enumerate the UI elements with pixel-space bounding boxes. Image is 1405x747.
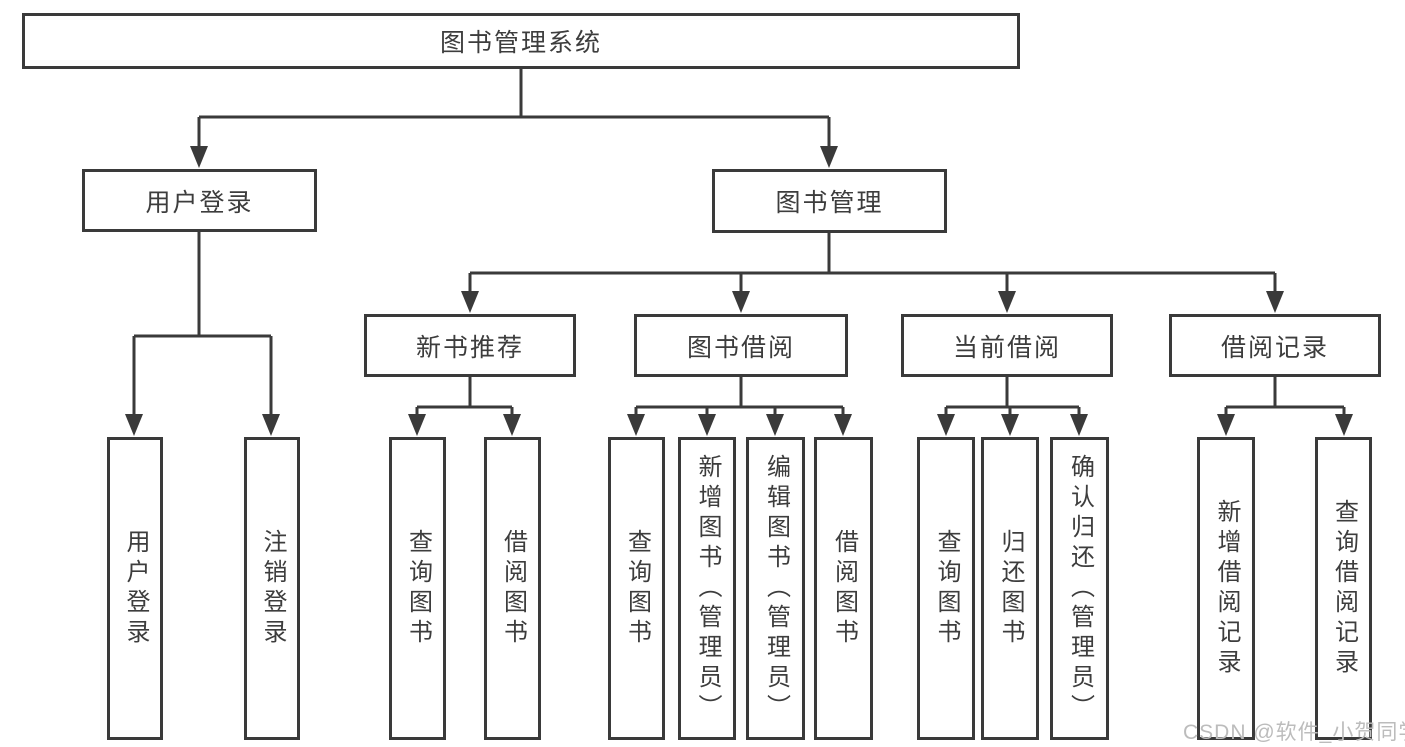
connector-book-mgmt-children [461, 233, 1284, 313]
connector-root-to-level2 [190, 69, 838, 168]
leaf-query-books-current: 查询图书 [917, 437, 975, 740]
leaf-query-books-rec-label: 查询图书 [404, 528, 432, 649]
leaf-query-borrow-record-label: 查询借阅记录 [1330, 498, 1358, 679]
connector-new-book-children [408, 377, 521, 436]
connector-current-borrow-children [937, 377, 1088, 436]
leaf-query-books-current-label: 查询图书 [933, 528, 960, 649]
leaf-confirm-return-admin: 确认归还（管理员） [1050, 437, 1109, 740]
node-new-book-rec: 新书推荐 [364, 314, 576, 377]
csdn-watermark: CSDN @软件_小贺同学 [1183, 721, 1405, 744]
leaf-return-books: 归还图书 [981, 437, 1039, 740]
leaf-borrow-books-rec-label: 借阅图书 [499, 528, 527, 649]
node-book-mgmt: 图书管理 [712, 169, 947, 233]
connector-user-login-children [125, 232, 280, 436]
node-user-login-label: 用户登录 [145, 188, 254, 217]
leaf-add-books-admin: 新增图书（管理员） [678, 437, 736, 740]
leaf-user-login: 用户登录 [107, 437, 163, 740]
connector-book-borrow-children [627, 377, 852, 436]
node-borrow-records: 借阅记录 [1169, 314, 1381, 377]
node-root: 图书管理系统 [22, 13, 1020, 69]
leaf-logout-label: 注销登录 [259, 528, 286, 649]
leaf-add-books-admin-label: 新增图书（管理员） [694, 453, 721, 724]
node-current-borrow: 当前借阅 [901, 314, 1113, 377]
node-user-login: 用户登录 [82, 169, 317, 232]
leaf-query-books-borrow-label: 查询图书 [623, 528, 651, 649]
leaf-add-borrow-record-label: 新增借阅记录 [1213, 498, 1240, 679]
leaf-query-borrow-record: 查询借阅记录 [1315, 437, 1372, 740]
node-book-borrow: 图书借阅 [634, 314, 848, 377]
node-new-book-rec-label: 新书推荐 [415, 333, 524, 362]
node-root-label: 图书管理系统 [439, 29, 602, 57]
node-borrow-records-label: 借阅记录 [1220, 333, 1329, 362]
leaf-borrow-books-rec: 借阅图书 [484, 437, 541, 740]
node-book-borrow-label: 图书借阅 [686, 333, 795, 362]
leaf-add-borrow-record: 新增借阅记录 [1197, 437, 1255, 740]
leaf-borrow-books: 借阅图书 [814, 437, 873, 740]
leaf-edit-books-admin-label: 编辑图书（管理员） [762, 453, 790, 724]
node-book-mgmt-label: 图书管理 [775, 189, 884, 217]
leaf-confirm-return-admin-label: 确认归还（管理员） [1066, 453, 1094, 724]
connector-borrow-record-children [1217, 377, 1353, 436]
node-current-borrow-label: 当前借阅 [952, 333, 1061, 362]
leaf-logout: 注销登录 [244, 437, 300, 740]
leaf-return-books-label: 归还图书 [997, 528, 1024, 649]
leaf-query-books-borrow: 查询图书 [608, 437, 665, 740]
leaf-query-books-rec: 查询图书 [389, 437, 446, 740]
leaf-user-login-label: 用户登录 [122, 528, 149, 649]
leaf-edit-books-admin: 编辑图书（管理员） [746, 437, 805, 740]
leaf-borrow-books-label: 借阅图书 [830, 528, 858, 649]
